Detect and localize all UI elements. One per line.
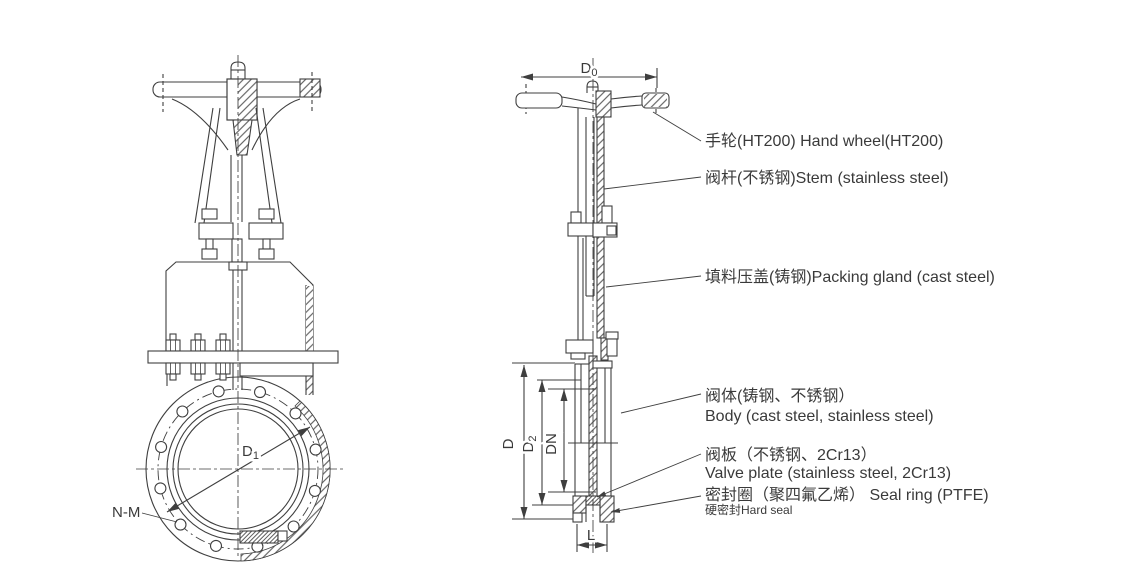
dim-d0-label: D0 (581, 60, 598, 79)
seat-seal-front (239, 530, 279, 544)
dim-l-label: L (587, 527, 595, 544)
dim-l (576, 524, 608, 552)
side-view (512, 68, 702, 552)
centerlines (136, 55, 594, 558)
label-packing-gland: 填料压盖(铸钢)Packing gland (cast steel) (705, 269, 995, 286)
dim-d-label: D (500, 438, 517, 449)
front-view (141, 61, 339, 562)
hand-wheel-side (515, 80, 670, 118)
leader-lines (596, 111, 702, 513)
label-body-en: Body (cast steel, stainless steel) (705, 408, 934, 425)
gland-flange-front (147, 333, 339, 381)
body-front (165, 261, 314, 395)
label-hard-seal: 硬密封Hard seal (705, 503, 793, 517)
dimension-labels: D0 D1 D2 D DN L N-M (110, 58, 600, 547)
dim-nm-label: N-M (112, 504, 140, 521)
label-hand-wheel: 手轮(HT200) Hand wheel(HT200) (705, 133, 944, 150)
label-seal-ring: 密封圈（聚四氟乙烯） Seal ring (PTFE) (705, 487, 989, 504)
extension-lines (512, 362, 596, 520)
dim-d2-label: D2 (520, 436, 539, 453)
label-stem: 阀杆(不锈钢)Stem (stainless steel) (705, 170, 949, 187)
dim-d1-line (166, 426, 311, 513)
dim-dn-label: DN (543, 433, 560, 455)
label-valve-plate-cn: 阀板（不锈钢、2Cr13） (705, 447, 877, 464)
nm-leader-line (141, 512, 178, 523)
bottom-flange-side (572, 495, 615, 523)
bolt-holes (154, 385, 322, 553)
stem-nut-bracket (567, 205, 618, 238)
label-body-cn: 阀体(铸钢、不锈钢） (705, 388, 855, 405)
dim-d1-label: D1 (242, 443, 259, 462)
yoke-front (194, 107, 284, 263)
label-valve-plate-en: Valve plate (stainless steel, 2Cr13) (705, 465, 952, 482)
hand-wheel-front (152, 72, 322, 156)
